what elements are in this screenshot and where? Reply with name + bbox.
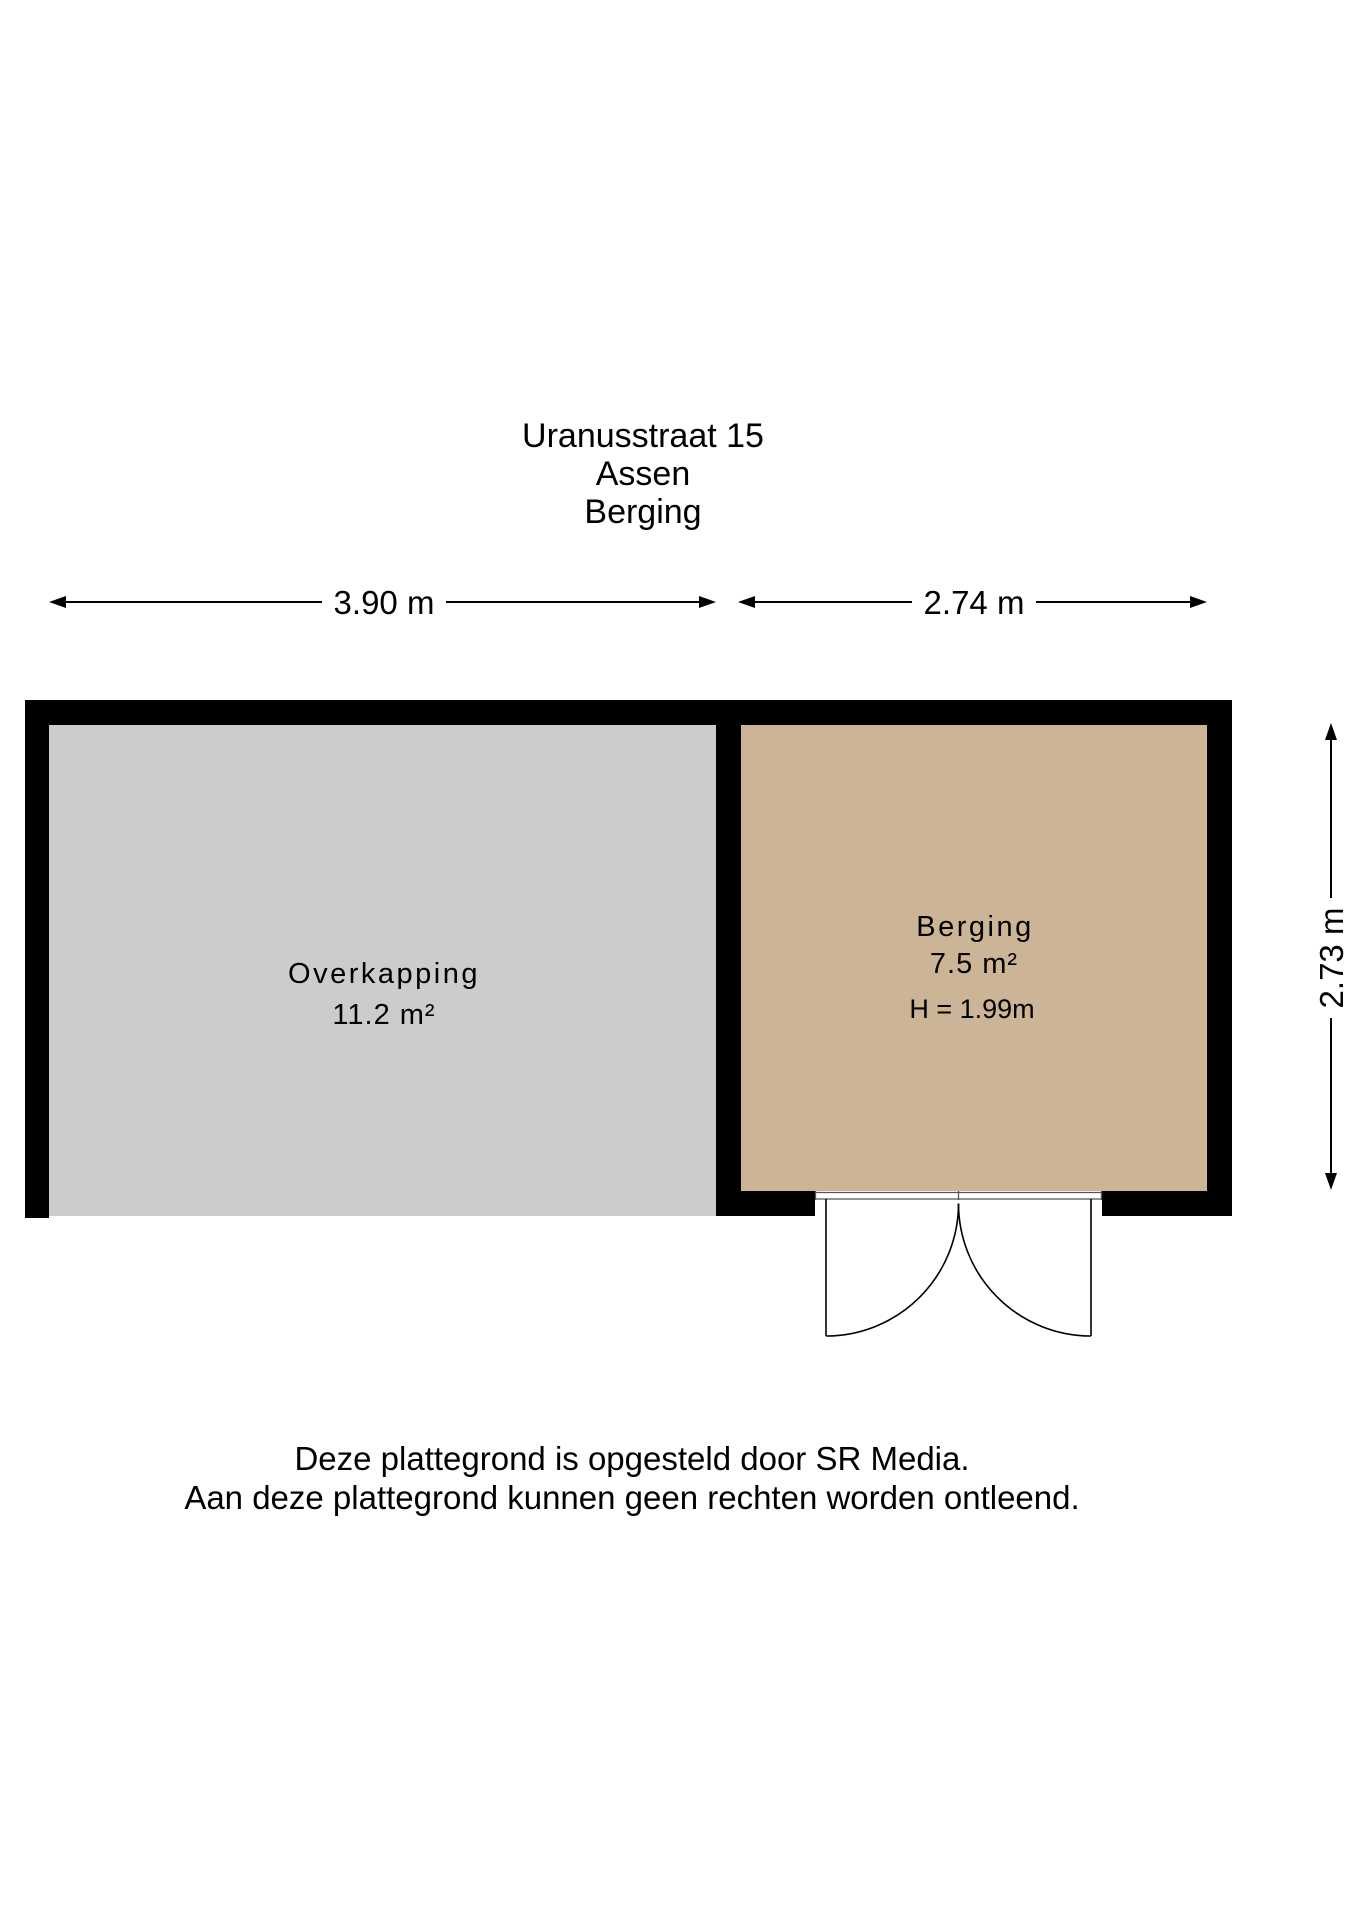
wall-middle [716,700,741,1216]
address-line: Uranusstraat 15 [522,417,764,455]
dimension-label-rotation: 2.73 m [1313,908,1350,1009]
dimension-label: 3.90 m [334,584,435,621]
dimension-berging-width: 2.74 m [738,584,1207,621]
wall-top [25,700,1232,725]
room-area: 7.5 m² [930,948,1018,980]
walls [25,700,1232,1218]
room-berging-floor [741,725,1207,1191]
room-overkapping-floor [49,725,716,1216]
wall-bottom-right-segment [1102,1191,1232,1216]
disclaimer-line-1: Deze plattegrond is opgesteld door SR Me… [294,1440,969,1477]
disclaimer: Deze plattegrond is opgesteld door SR Me… [184,1440,1079,1516]
arrowhead-right [1190,596,1207,608]
arrowhead-up [1325,723,1337,740]
dimension-overkapping-width: 3.90 m [49,584,716,621]
room-label-overkapping: Overkapping 11.2 m² [288,958,480,1031]
wall-right [1207,700,1232,1216]
arrowhead-left [49,596,66,608]
wall-left [25,700,49,1218]
disclaimer-line-2: Aan deze plattegrond kunnen geen rechten… [184,1479,1079,1516]
wall-bottom-left-segment [716,1191,815,1216]
arrowhead-right [699,596,716,608]
room-label-berging: Berging 7.5 m² H = 1.99m [909,911,1034,1024]
arrowhead-left [738,596,755,608]
dimension-label: 2.73 m [1313,908,1350,1009]
dimension-depth: 2.73 m [1313,723,1350,1190]
city-line: Assen [596,455,691,493]
floor-name-line: Berging [584,493,701,531]
room-name: Overkapping [288,958,480,990]
arrowhead-down [1325,1173,1337,1190]
room-height: H = 1.99m [909,994,1034,1024]
room-area: 11.2 m² [332,999,435,1031]
double-door [814,1191,1103,1337]
door-swing-arc-left [825,1203,960,1337]
room-name: Berging [916,911,1033,943]
plan-title: Uranusstraat 15 Assen Berging [522,417,764,531]
door-swing-arc-right [957,1203,1092,1337]
dimension-label: 2.74 m [924,584,1025,621]
